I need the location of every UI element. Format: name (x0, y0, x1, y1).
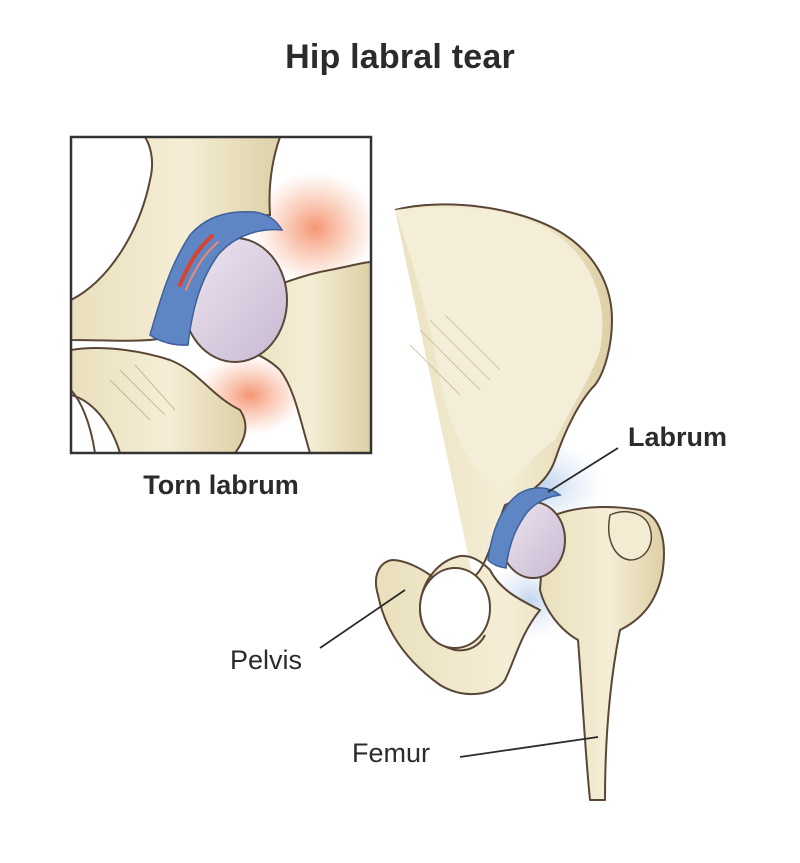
inset-tear (178, 234, 214, 287)
labrum-leader-line (547, 447, 619, 493)
label-pelvis: Pelvis (230, 645, 303, 675)
femur-bone (539, 506, 665, 801)
inset-panel (71, 137, 371, 453)
diagram-title: Hip labral tear (285, 38, 515, 76)
labrum (487, 487, 562, 569)
label-femur: Femur (352, 738, 431, 768)
inset-pelvis-lower (71, 347, 247, 453)
inset-border (69, 135, 373, 455)
inset-labrum (149, 210, 284, 346)
inflammation-glow-upper (253, 172, 371, 284)
bone-texture (409, 314, 501, 396)
inset-caption: Torn labrum (143, 470, 299, 500)
obturator-foramen (419, 567, 491, 649)
pelvis-leader-line (319, 589, 406, 649)
femur-leader-line (459, 736, 599, 758)
label-labrum: Labrum (628, 422, 728, 452)
